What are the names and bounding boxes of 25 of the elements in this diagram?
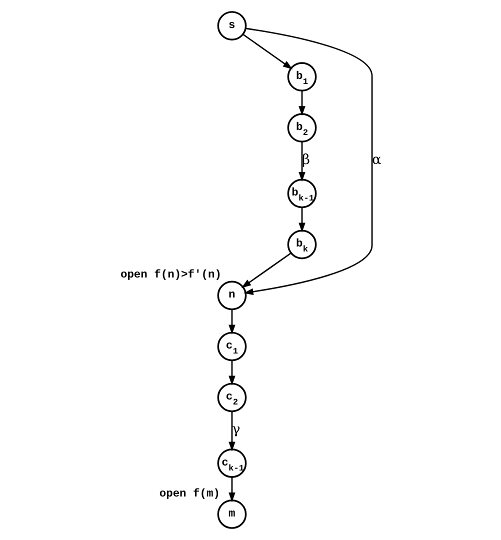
node-label: open f(n)>f'(n): [120, 270, 221, 282]
arrow: [242, 34, 292, 70]
node-circle: s: [216, 11, 246, 40]
arrow: [240, 252, 291, 288]
node-circle: c$_{k-1}$: [216, 448, 246, 478]
node-circle: n: [216, 280, 246, 310]
node-circle: b$_{2}$: [286, 113, 316, 142]
node-circle: b$_{k}$: [286, 230, 316, 260]
arrow: [228, 360, 235, 386]
arrow: [228, 412, 235, 452]
arrow: [298, 208, 305, 232]
node-circle: b$_{k-1}$: [286, 178, 316, 208]
node-circle: b$_{1}$: [286, 62, 316, 92]
node-circle: c$_{1}$: [216, 332, 246, 362]
node-label: open f(m): [158, 488, 220, 500]
arrow: [228, 310, 235, 334]
arrow: [243, 28, 372, 296]
edge-label: γ: [231, 422, 240, 438]
arrow: [298, 142, 305, 182]
node-circle: c$_{2}$: [216, 382, 246, 412]
node-circle: m: [216, 500, 246, 529]
arrow: [298, 90, 305, 116]
arrow: [228, 477, 235, 502]
edge-label: α: [372, 152, 381, 168]
edge-label: β: [302, 152, 310, 168]
